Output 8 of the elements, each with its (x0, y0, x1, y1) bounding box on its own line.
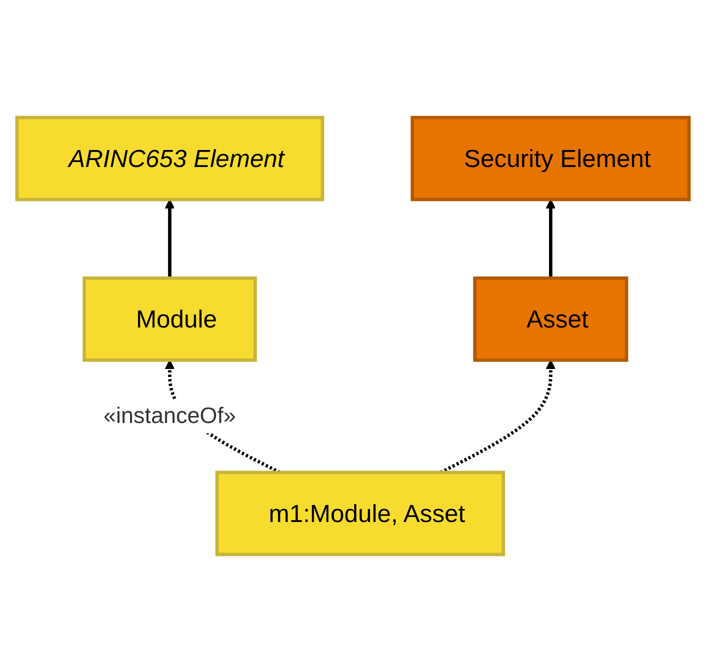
node-box: Module (82, 276, 256, 362)
node-box: Asset (472, 276, 628, 362)
node-box: ARINC653 Element (14, 116, 324, 202)
arrow (545, 199, 556, 278)
arrow (164, 199, 174, 278)
node-box: Security Element (410, 116, 690, 202)
edge-label: «instanceOf» (103, 404, 236, 429)
node-box: m1:Module, Asset (214, 470, 505, 556)
